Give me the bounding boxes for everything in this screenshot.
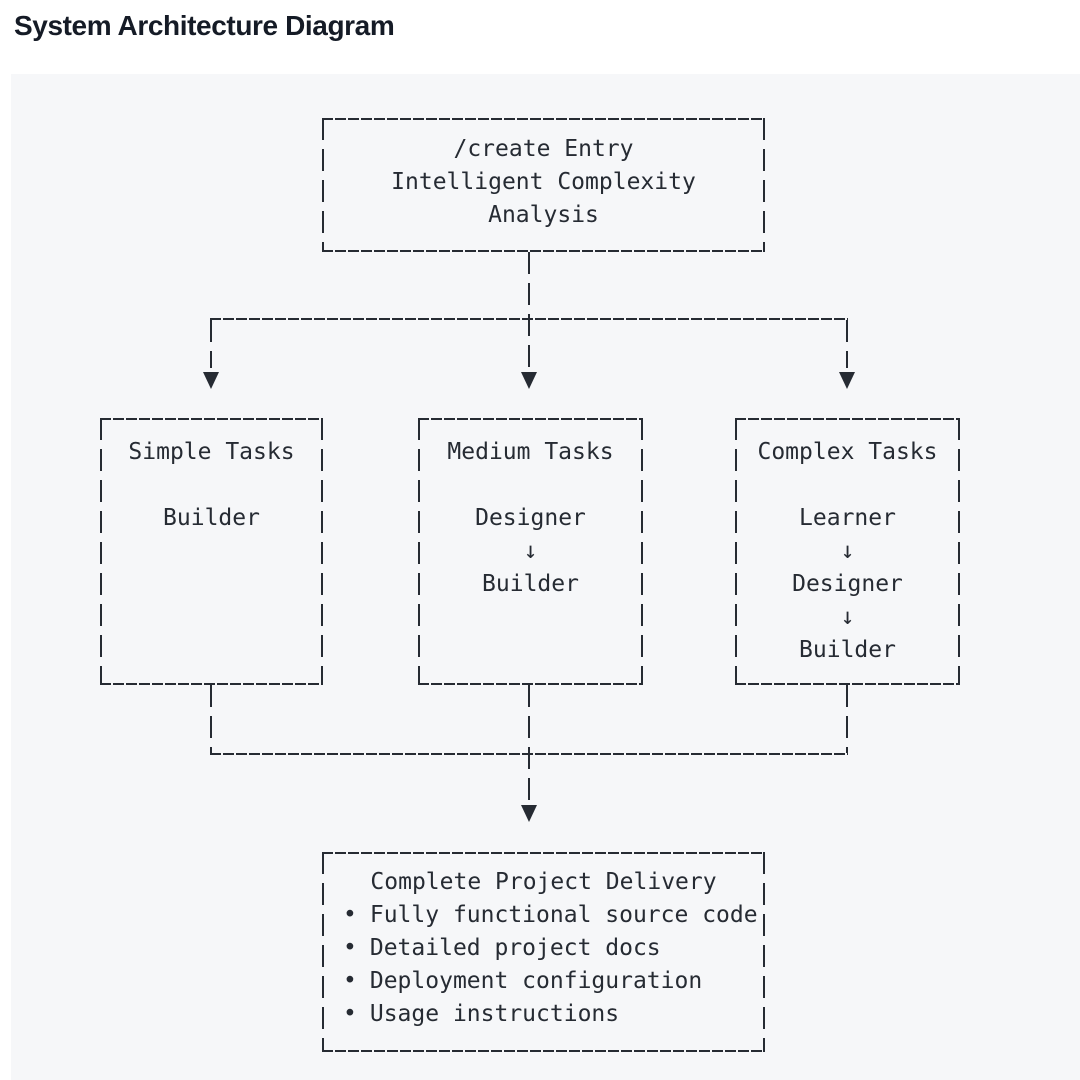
flow-arrow-icon: ↓	[840, 538, 855, 564]
node-title: Medium Tasks	[447, 439, 614, 465]
merge-drop-center	[528, 685, 530, 800]
flow-steps: Learner ↓ Designer ↓ Builder	[735, 502, 960, 667]
page-title: System Architecture Diagram	[14, 10, 395, 41]
bullet-icon: •	[343, 968, 357, 994]
entry-node-line: /create Entry	[453, 136, 634, 162]
entry-node: /create Entry Intelligent Complexity Ana…	[322, 118, 765, 252]
task-node-complex: Complex Tasks Learner ↓ Designer ↓ Build…	[735, 418, 960, 685]
delivery-item-row: • Detailed project docs	[322, 932, 765, 965]
delivery-item-row: • Fully functional source code	[322, 899, 765, 932]
flow-step: Designer	[792, 571, 903, 597]
flow-arrow-icon: ↓	[523, 538, 538, 564]
delivery-item-row: • Usage instructions	[322, 998, 765, 1031]
flow-step: Builder	[163, 505, 260, 531]
task-node-medium: Medium Tasks Designer ↓ Builder	[418, 418, 643, 685]
diagram-panel: /create Entry Intelligent Complexity Ana…	[11, 74, 1080, 1080]
arrow-down-icon	[521, 372, 537, 389]
bullet-icon: •	[343, 935, 357, 961]
merge-drop-left	[210, 685, 212, 753]
node-title: Complex Tasks	[757, 439, 938, 465]
delivery-item: Deployment configuration	[369, 968, 703, 994]
flow-step: Designer	[475, 505, 586, 531]
flow-step: Learner	[799, 505, 896, 531]
task-node-simple: Simple Tasks Builder	[100, 418, 323, 685]
delivery-item: Fully functional source code	[369, 902, 758, 928]
bullet-icon: •	[343, 902, 357, 928]
flow-step: Builder	[799, 637, 896, 663]
bullet-icon: •	[343, 1001, 357, 1027]
delivery-item: Usage instructions	[369, 1001, 620, 1027]
arrow-down-icon	[203, 372, 219, 389]
merge-drop-right	[846, 685, 848, 753]
branch-drop-left	[210, 320, 212, 368]
branch-drop-right	[846, 320, 848, 368]
delivery-title: Complete Project Delivery	[370, 869, 717, 895]
entry-node-line: Intelligent Complexity	[391, 169, 696, 195]
delivery-item-row: • Deployment configuration	[322, 965, 765, 998]
connector-entry-down	[528, 252, 530, 368]
entry-node-line: Analysis	[488, 202, 599, 228]
delivery-item: Detailed project docs	[369, 935, 661, 961]
arrow-down-icon	[521, 805, 537, 822]
flow-step: Builder	[482, 571, 579, 597]
flow-steps: Builder	[100, 502, 323, 535]
flow-arrow-icon: ↓	[840, 604, 855, 630]
branch-split-line	[210, 318, 848, 320]
node-title: Simple Tasks	[128, 439, 295, 465]
arrow-down-icon	[839, 372, 855, 389]
flow-steps: Designer ↓ Builder	[418, 502, 643, 601]
merge-join-line	[210, 753, 848, 755]
delivery-node: Complete Project Delivery • Fully functio…	[322, 852, 765, 1052]
